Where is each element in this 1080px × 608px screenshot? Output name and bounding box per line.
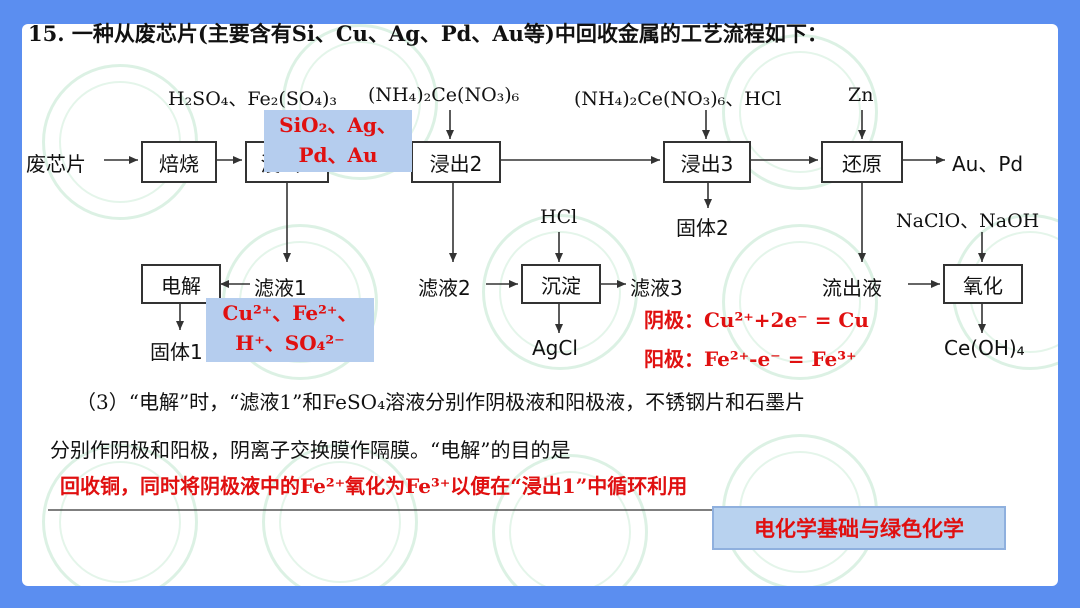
box-electrolysis: 电解 [141,264,221,304]
overlay-solid-line2: Pd、Au [298,143,378,167]
overlay-ions-line2: H⁺、SO₄²⁻ [235,331,345,355]
subquestion-line1: （3）“电解”时，“滤液1”和FeSO₄溶液分别作阴极液和阳极液，不锈钢片和石墨… [76,390,806,414]
label-solid1: 固体1 [150,340,203,364]
reagent-hcl: HCl [540,206,578,228]
watermark-stamp [262,444,418,586]
label-filtrate3: 滤液3 [630,276,683,300]
box-reduce: 还原 [821,141,903,183]
overlay-filtrate-ions: Cu²⁺、Fe²⁺、 H⁺、SO₄²⁻ [206,298,374,362]
question-title: 15. 一种从废芯片(主要含有Si、Cu、Ag、Pd、Au等)中回收金属的工艺流… [28,21,828,46]
box-oxidation: 氧化 [943,264,1023,304]
anode-reaction: 阳极：Fe²⁺-e⁻ = Fe³⁺ [644,347,857,371]
label-filtrate2: 滤液2 [418,276,471,300]
label-solid2: 固体2 [676,216,729,240]
box-roast: 焙烧 [141,141,217,183]
reagent-naclo-naoh: NaClO、NaOH [896,210,1040,232]
label-agcl: AgCl [532,336,578,360]
reagent-ceric-ammonium-nitrate-hcl: (NH₄)₂Ce(NO₃)₆、HCl [574,88,782,110]
box-leach3: 浸出3 [663,141,751,183]
watermark-stamp [722,34,878,190]
label-product-au-pd: Au、Pd [952,152,1024,176]
watermark-stamp [492,454,648,586]
watermark-stamp [482,214,638,370]
overlay-solid-composition: SiO₂、Ag、 Pd、Au [264,110,412,172]
box-leach2: 浸出2 [411,141,501,183]
cathode-reaction: 阴极：Cu²⁺+2e⁻ = Cu [644,308,869,332]
answer-text: 回收铜，同时将阴极液中的Fe²⁺氧化为Fe³⁺以便在“浸出1”中循环利用 [60,474,688,498]
label-effluent: 流出液 [822,276,882,300]
reagent-h2so4-fe2so43: H₂SO₄、Fe₂(SO₄)₃ [168,88,338,110]
box-precipitation: 沉淀 [521,264,601,304]
label-filtrate1: 滤液1 [254,276,307,300]
subquestion-line2: 分别作阴极和阳极，阴离子交换膜作隔膜。“电解”的目的是 [50,438,571,462]
reagent-ceric-ammonium-nitrate: (NH₄)₂Ce(NO₃)₆ [368,84,520,106]
watermark-stamp [42,444,198,586]
overlay-ions-line1: Cu²⁺、Fe²⁺、 [222,301,358,325]
reagent-zn: Zn [848,84,874,106]
topic-tag: 电化学基础与绿色化学 [712,506,1006,550]
label-raw-chip: 废芯片 [26,152,86,176]
watermark-stamp [722,224,878,380]
overlay-solid-line1: SiO₂、Ag、 [279,113,397,137]
label-ceoh4: Ce(OH)₄ [944,336,1025,360]
